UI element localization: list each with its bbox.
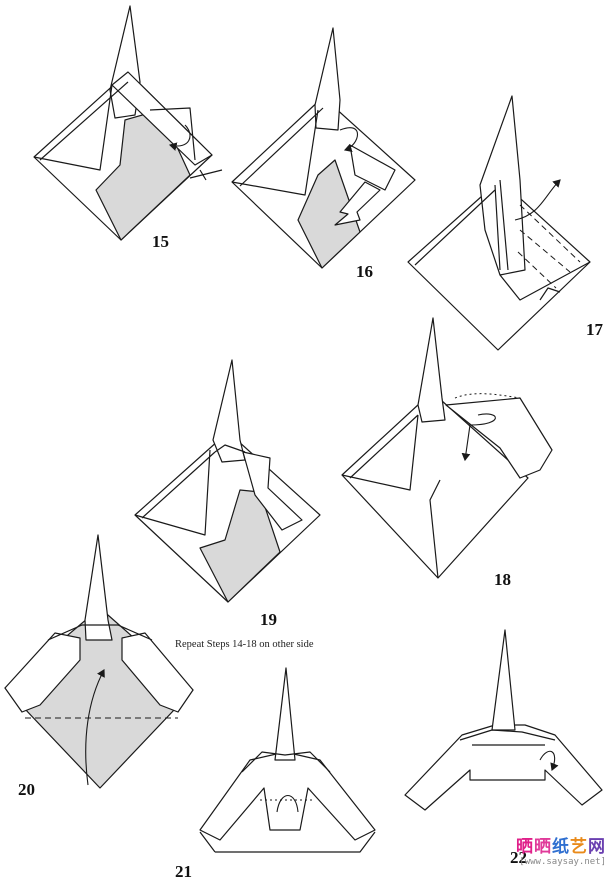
diagram-step-22 (405, 630, 602, 810)
site-watermark: 晒晒纸艺网 [www.saysay.net] (516, 832, 606, 867)
step-label-21: 21 (175, 862, 192, 882)
step-label-18: 18 (494, 570, 511, 590)
step-label-19: 19 (260, 610, 277, 630)
watermark-url: [www.saysay.net] (516, 857, 606, 867)
diagram-step-20 (5, 535, 193, 788)
watermark-char: 艺 (570, 837, 588, 857)
watermark-logo-text: 晒晒纸艺网 (516, 832, 606, 857)
step-label-20: 20 (18, 780, 35, 800)
diagram-step-16 (232, 28, 415, 268)
diagram-step-15 (34, 6, 222, 240)
diagram-step-19 (135, 360, 320, 602)
step-label-17: 17 (586, 320, 603, 340)
watermark-char: 晒 (516, 837, 534, 857)
repeat-caption: Repeat Steps 14-18 on other side (175, 639, 314, 650)
step-label-16: 16 (356, 262, 373, 282)
watermark-char: 晒 (534, 837, 552, 857)
step-label-15: 15 (152, 232, 169, 252)
diagram-step-17 (408, 96, 590, 350)
diagram-step-21 (200, 668, 375, 852)
watermark-char: 纸 (552, 837, 570, 857)
watermark-char: 网 (588, 837, 606, 857)
diagram-step-18 (342, 318, 552, 578)
